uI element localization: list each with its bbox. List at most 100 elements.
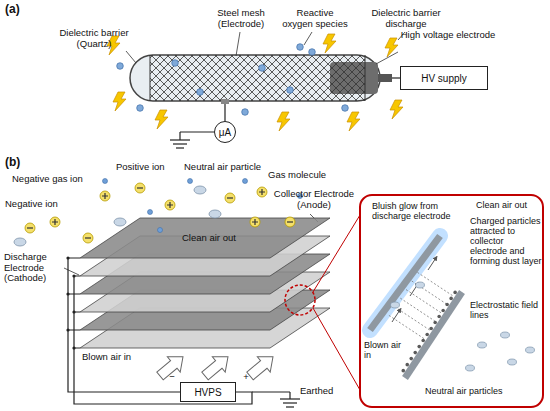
wire-junction xyxy=(72,346,75,349)
positive-ion xyxy=(50,217,60,227)
gas-molecule xyxy=(103,179,108,184)
zoom-line xyxy=(313,308,360,390)
dust-particle xyxy=(433,321,437,325)
reactive-oxygen-dot xyxy=(342,105,349,112)
neutral-air-particle xyxy=(391,302,400,308)
plate-wire xyxy=(68,258,80,259)
reactive-oxygen-dot xyxy=(197,89,204,96)
air-in-arrow xyxy=(199,349,235,384)
neutral-air-particle xyxy=(501,332,510,338)
zoom-inset xyxy=(360,195,543,407)
part-label: Charged particles attracted to collector… xyxy=(470,216,542,266)
positive-ion xyxy=(250,217,260,227)
air-flow-arrow xyxy=(392,309,401,322)
panel-label: (a) xyxy=(5,3,35,16)
discharge-bolt xyxy=(323,34,336,53)
part-label: Negative ion xyxy=(5,199,67,210)
reactive-oxygen-dot xyxy=(297,44,304,51)
collector-electrode xyxy=(405,292,462,378)
dust-particle xyxy=(445,303,449,307)
part-label: Discharge Electrode (Cathode) xyxy=(4,252,64,284)
ions xyxy=(14,179,303,247)
dust-particle xyxy=(441,309,445,313)
reactive-oxygen-dot xyxy=(137,105,144,112)
wire-junction xyxy=(72,310,75,313)
gas-molecule xyxy=(243,179,248,184)
dust-particle xyxy=(417,345,421,349)
wire-junction xyxy=(66,328,69,331)
gas-molecule xyxy=(188,179,193,184)
flow-label: Blown air in xyxy=(82,352,148,363)
discharge-bolt xyxy=(155,110,168,129)
wire-junction xyxy=(72,274,75,277)
neutral-air-particle xyxy=(478,342,487,348)
negative-ion xyxy=(83,233,93,243)
neutral-particle xyxy=(14,238,26,246)
flow-label: Blown air in xyxy=(364,340,408,360)
neutral-particle xyxy=(209,210,221,218)
panel-label: (b) xyxy=(5,156,35,169)
part-label: High voltage electrode xyxy=(398,30,498,41)
part-label: Negative gas ion xyxy=(12,174,100,185)
reactive-oxygen-dot xyxy=(117,63,124,70)
field-line xyxy=(400,298,435,321)
part-label: Collector Electrode (Anode) xyxy=(268,189,360,210)
discharge-plate xyxy=(80,218,330,258)
dust-particle xyxy=(409,357,413,361)
flow-label: Clean air out xyxy=(182,233,254,244)
part-label: Dielectric barrier (Quartz) xyxy=(55,28,133,49)
dust-particle xyxy=(421,339,425,343)
dust-particle xyxy=(453,291,457,295)
dust-particle xyxy=(425,333,429,337)
field-line xyxy=(406,290,441,313)
discharge-electrode xyxy=(370,236,440,330)
air-in-arrow xyxy=(154,349,190,384)
part-label: Dielectric barrier discharge xyxy=(360,8,452,29)
discharge-bolt xyxy=(385,38,398,57)
ammeter-circle: μA xyxy=(214,121,236,143)
air-flow-arrow xyxy=(428,257,437,270)
gas-molecule xyxy=(158,228,163,233)
reactive-oxygen-dot xyxy=(259,65,266,72)
node-text: μA xyxy=(219,127,231,138)
part-label: Reactive oxygen species xyxy=(282,8,348,29)
leader-lines xyxy=(64,32,405,275)
dust-particle xyxy=(413,351,417,355)
neutral-air-particle xyxy=(416,282,425,288)
dbd-tube xyxy=(130,55,392,101)
part-label: Bluish glow from discharge electrode xyxy=(372,201,460,221)
discharge-bolt xyxy=(277,112,290,131)
positive-ion xyxy=(100,191,110,201)
wires xyxy=(170,78,400,148)
part-label: Electrostatic field lines xyxy=(470,300,540,320)
discharge-bolt xyxy=(347,112,360,131)
bluish-glow xyxy=(370,236,440,330)
dust-particle xyxy=(449,297,453,301)
tube-contact xyxy=(221,99,229,104)
air-in-arrow xyxy=(244,349,280,384)
part-label: Steel mesh (Electrode) xyxy=(205,8,277,29)
neutral-particle xyxy=(194,186,206,194)
node-text: HVPS xyxy=(194,387,221,398)
power-supply-box: HVPS xyxy=(180,382,236,402)
part-label: Gas molecule xyxy=(268,170,338,181)
part-label: Neutral air particles xyxy=(425,386,537,396)
node-text: HV supply xyxy=(421,73,467,84)
part-label: Positive ion xyxy=(116,162,178,173)
part-label: Neutral air particle xyxy=(184,162,276,173)
dust-particle xyxy=(405,363,409,367)
dust-particle xyxy=(429,327,433,331)
negative-ion xyxy=(225,193,235,203)
reactive-oxygen-dot xyxy=(309,49,316,56)
positive-ion xyxy=(257,187,267,197)
dust-particle xyxy=(437,315,441,319)
gas-molecule xyxy=(148,210,153,215)
discharge-bolts xyxy=(107,34,403,131)
reactive-oxygen-dot xyxy=(242,109,249,116)
neutral-particle xyxy=(114,218,126,226)
negative-ion xyxy=(285,217,295,227)
power-supply-box: HV supply xyxy=(400,66,488,90)
discharge-bolt xyxy=(390,100,403,119)
